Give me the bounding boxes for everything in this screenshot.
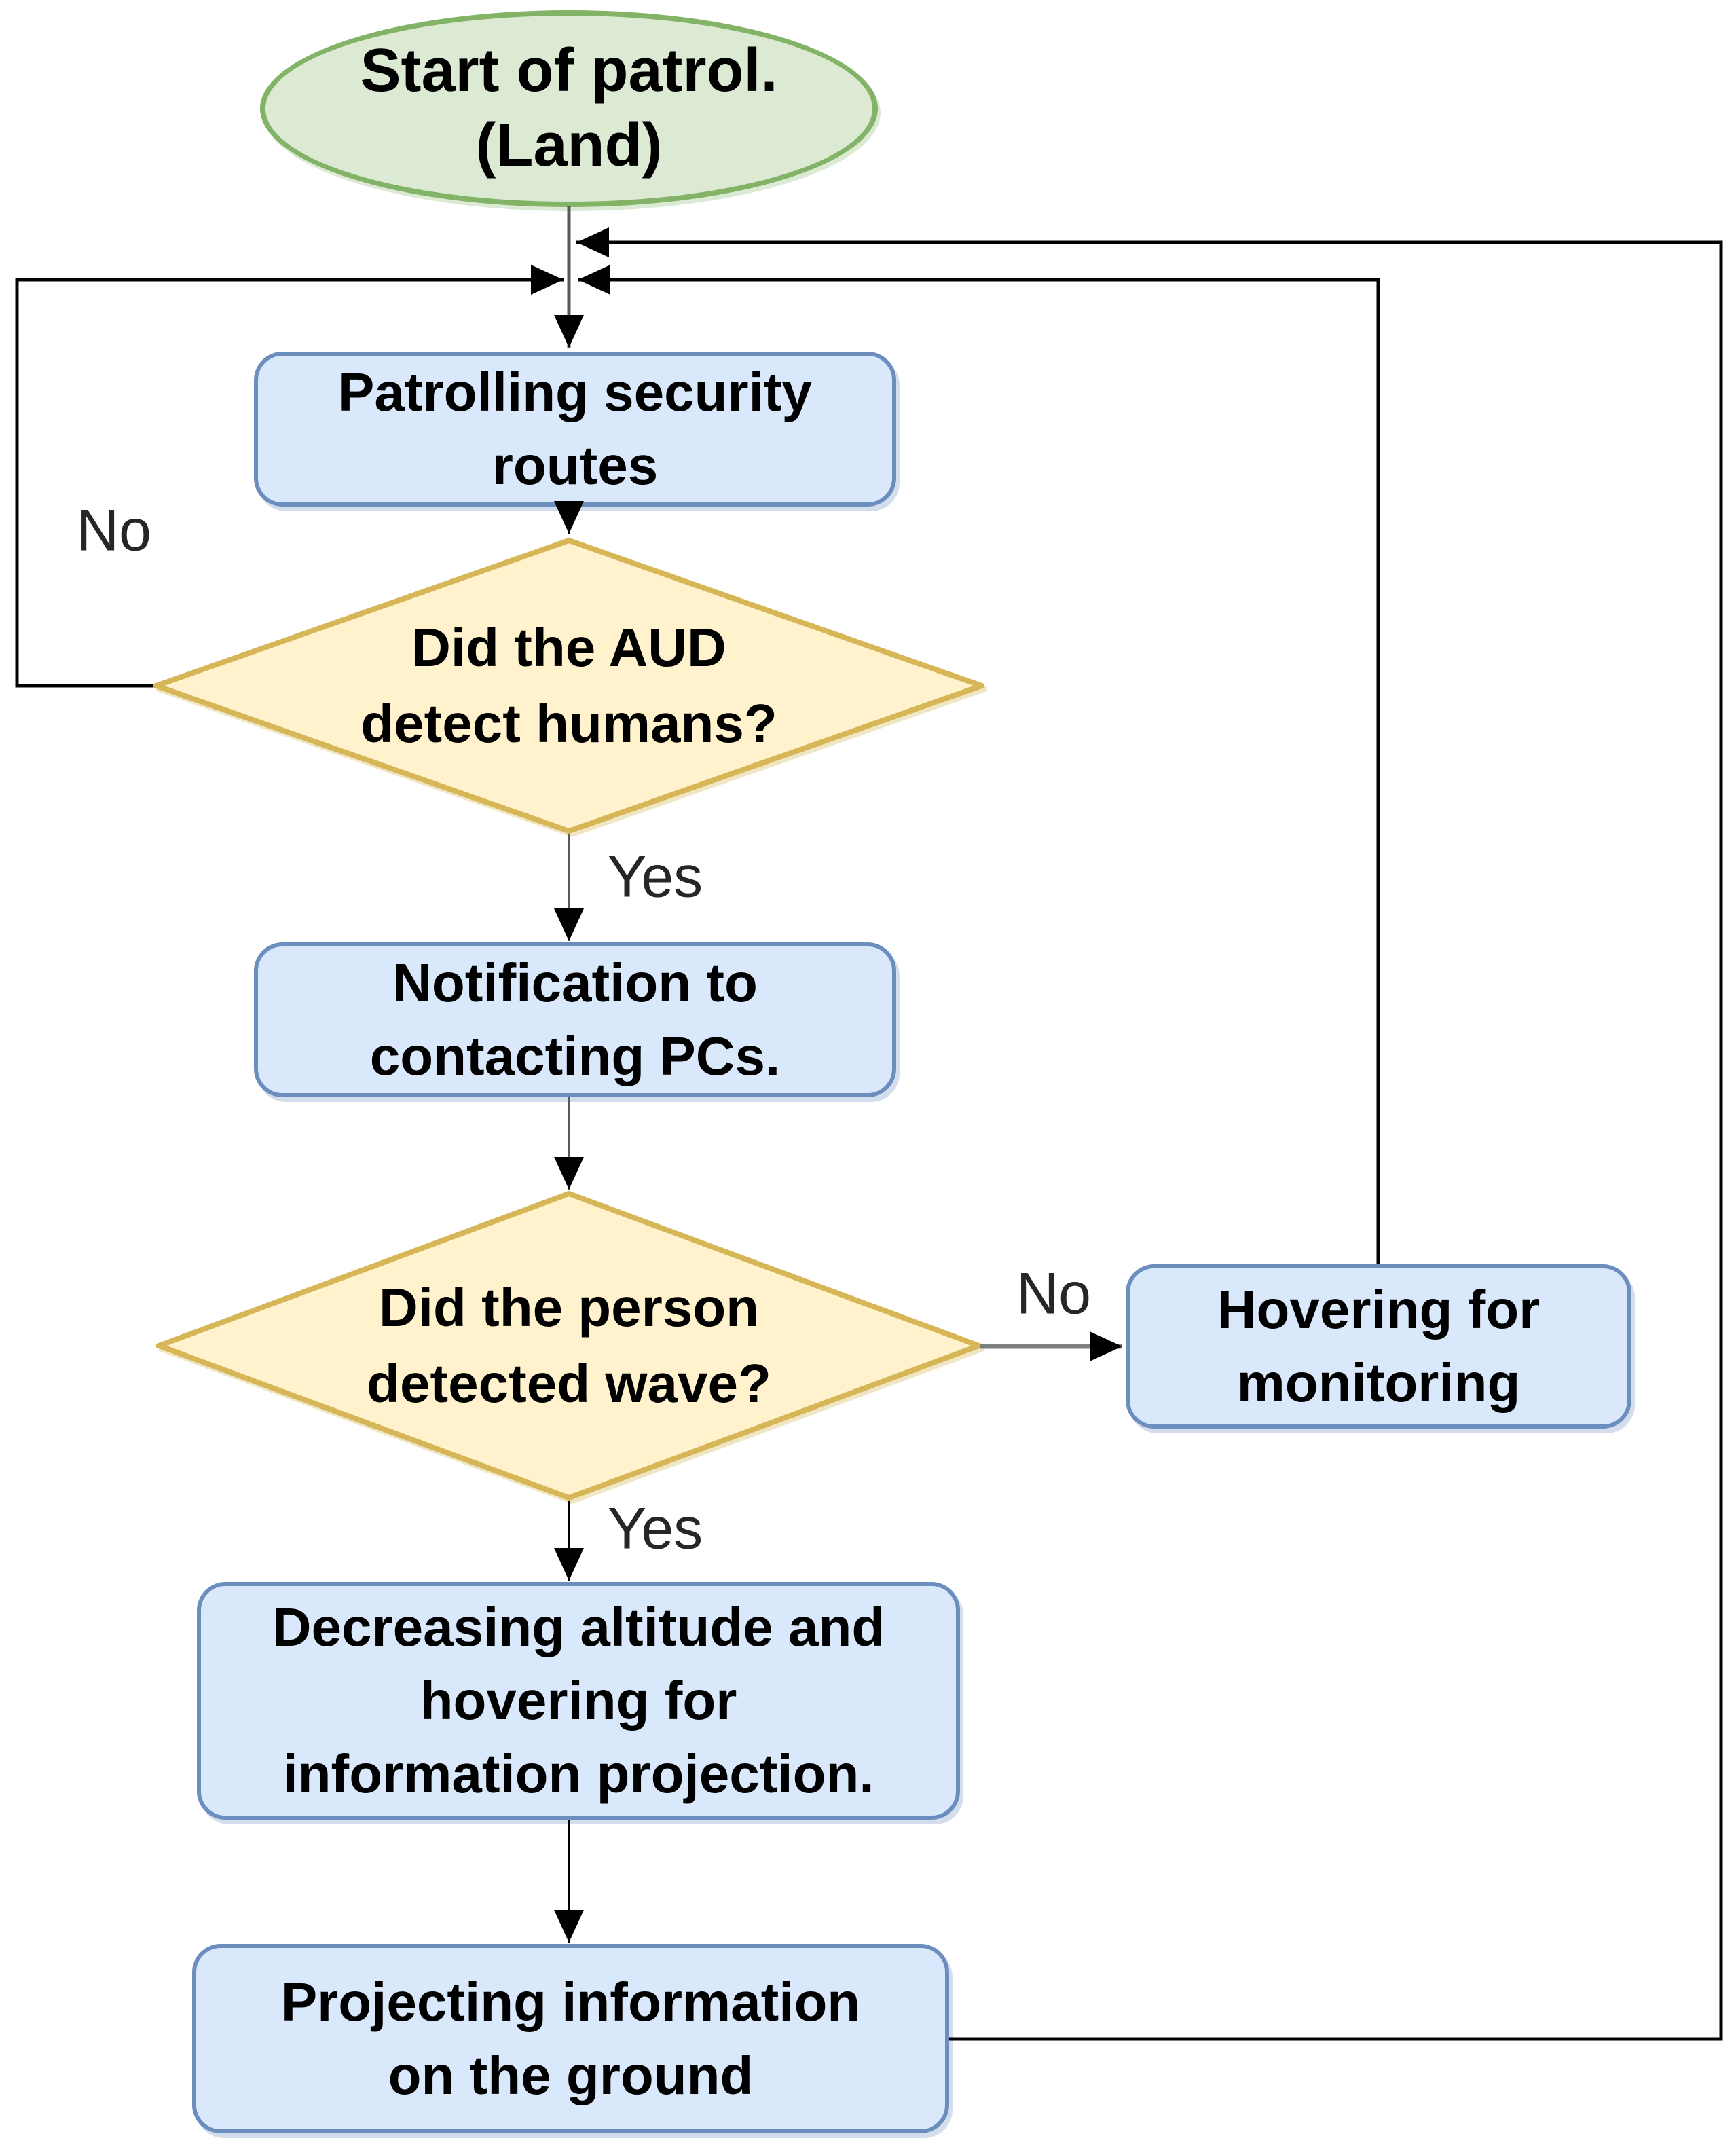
node-patrolling-security-routes: Patrolling security routes xyxy=(254,352,896,507)
decision-detect-humans-label: Did the AUD detect humans? xyxy=(361,617,777,754)
node-decreasing-altitude: Decreasing altitude and hovering for inf… xyxy=(197,1582,960,1820)
decision-did-person-wave: Did the person detected wave? xyxy=(156,1191,982,1501)
node-decreasing-label: Decreasing altitude and hovering for inf… xyxy=(272,1597,885,1804)
node-patrolling-label: Patrolling security routes xyxy=(338,362,812,496)
node-start-label: Start of patrol. (Land) xyxy=(360,37,778,179)
node-notification-to-pcs: Notification to contacting PCs. xyxy=(254,942,896,1097)
edge-label-detect-yes: Yes xyxy=(607,844,703,910)
decision-did-aud-detect-humans: Did the AUD detect humans? xyxy=(153,538,984,834)
edge-label-detect-no: No xyxy=(77,498,151,564)
node-projecting-label: Projecting information on the ground xyxy=(280,1971,861,2105)
node-notification-label: Notification to contacting PCs. xyxy=(369,953,781,1086)
node-start-of-patrol: Start of patrol. (Land) xyxy=(260,10,878,207)
node-hovering-for-monitoring: Hovering for monitoring xyxy=(1126,1264,1631,1429)
edge-label-wave-yes: Yes xyxy=(607,1496,703,1562)
node-hovering-label: Hovering for monitoring xyxy=(1217,1279,1540,1413)
decision-person-wave-label: Did the person detected wave? xyxy=(367,1277,771,1414)
node-projecting-information: Projecting information on the ground xyxy=(192,1944,949,2133)
edge-label-wave-no: No xyxy=(1016,1261,1091,1327)
